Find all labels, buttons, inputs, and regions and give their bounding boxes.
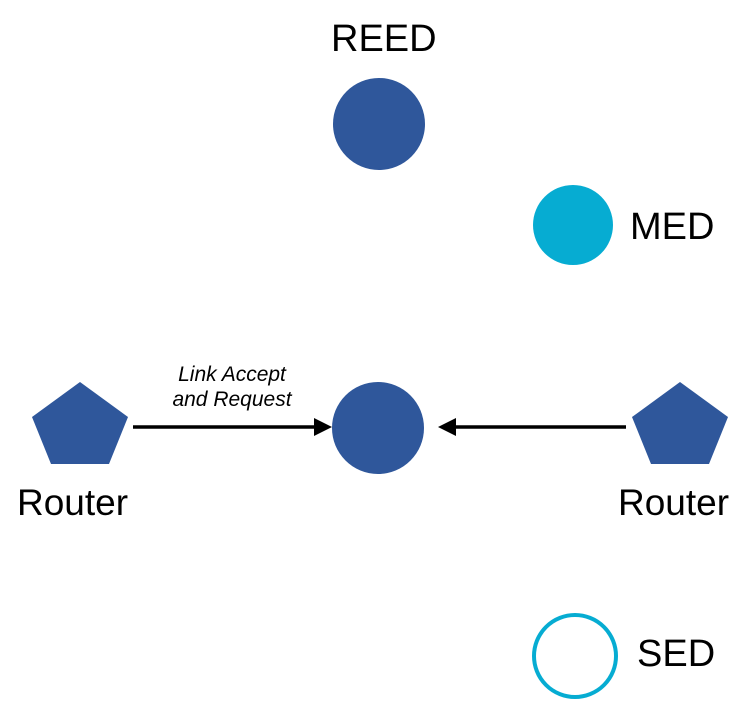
med-node-circle[interactable]: [533, 185, 613, 265]
router-left-label: Router: [17, 482, 129, 523]
link-accept-and-request-edge-label: Link Accept and Request: [152, 362, 312, 412]
router-right-pentagon-shape[interactable]: [629, 374, 731, 471]
reed-node-circle[interactable]: [333, 78, 425, 170]
router-left-pentagon-shape[interactable]: [29, 374, 131, 471]
med-node-label: MED: [630, 206, 715, 248]
pentagon-icon: [32, 382, 128, 464]
edge-label-line-2: and Request: [172, 388, 292, 411]
reed-node-label: REED: [331, 18, 437, 60]
edge-label-line-1: Link Accept: [178, 363, 286, 386]
sed-node-circle[interactable]: [532, 613, 618, 699]
router-right-label: Router: [618, 482, 730, 523]
edge-arrow-router-left-to-center: [133, 418, 332, 436]
center-router-node-circle[interactable]: [332, 382, 424, 474]
pentagon-icon: [632, 382, 728, 464]
edge-arrow-router-right-to-center: [438, 418, 626, 436]
sed-node-label: SED: [637, 633, 716, 675]
